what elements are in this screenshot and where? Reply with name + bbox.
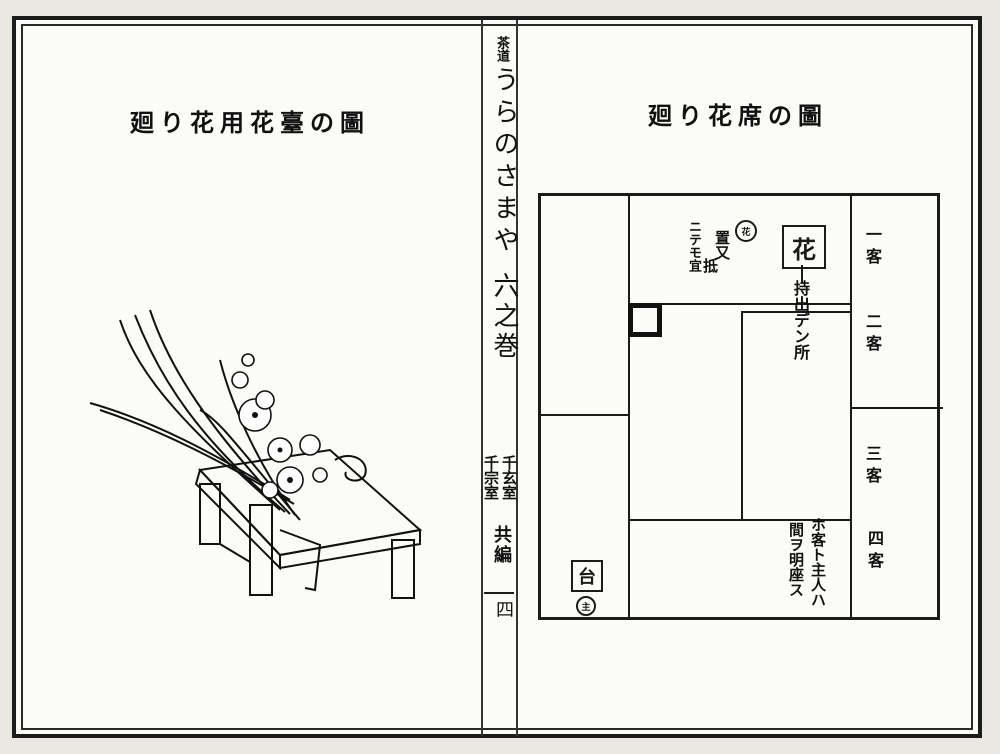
stand-circle-mark: 花 — [735, 220, 757, 242]
spine-book-title: うらのさまや — [489, 66, 519, 258]
stand-note-c: 抵 — [701, 258, 719, 273]
plan-line — [541, 414, 628, 416]
plan-line — [628, 519, 850, 521]
spine-author-a: 千宗室 — [482, 455, 500, 500]
hearth-square — [628, 303, 662, 337]
spine-rule-left — [481, 20, 483, 736]
flower-label-box: 花 — [782, 225, 826, 269]
tearoom-floor-plan — [538, 193, 943, 620]
spine-volume: 六之巻 — [489, 272, 519, 362]
guest-2-label: 二客 — [863, 313, 882, 357]
spine-page-number: 四 — [493, 600, 514, 618]
plan-line — [850, 196, 852, 617]
flower-pointer — [801, 265, 803, 283]
plan-line — [741, 311, 851, 313]
host-note-a: ホ客ト主人ハ — [809, 517, 827, 607]
guest-3-label: 三客 — [863, 445, 882, 489]
plan-line — [850, 407, 943, 409]
right-page-title: 廻り花席の圖 — [648, 101, 828, 130]
host-note-b: 間ヲ明座ス — [787, 522, 805, 597]
page-frame-inner — [21, 24, 973, 730]
plan-line — [741, 311, 743, 521]
stand-note-b: ニテモ宜 — [686, 220, 701, 272]
spine-divider — [484, 592, 514, 594]
spine-author-suffix: 共編 — [491, 525, 512, 565]
spine-series-label: 茶道 — [494, 36, 509, 62]
plan-line — [628, 196, 630, 617]
left-page-title: 廻り花用花臺の圖 — [130, 108, 370, 137]
flower-note: 持出デン所 — [791, 280, 810, 360]
guest-1-label: 一客 — [863, 226, 882, 270]
spine-rule-right — [516, 20, 518, 736]
flower-stand-illustration — [89, 309, 423, 599]
host-circle-mark: 主 — [576, 596, 596, 616]
stand-note-a: 置又 — [713, 230, 731, 260]
spine-author-b: 千玄室 — [500, 455, 518, 500]
dai-label-box: 台 — [571, 560, 603, 592]
guest-4-label: 四客 — [865, 530, 884, 574]
plan-line — [628, 303, 850, 305]
